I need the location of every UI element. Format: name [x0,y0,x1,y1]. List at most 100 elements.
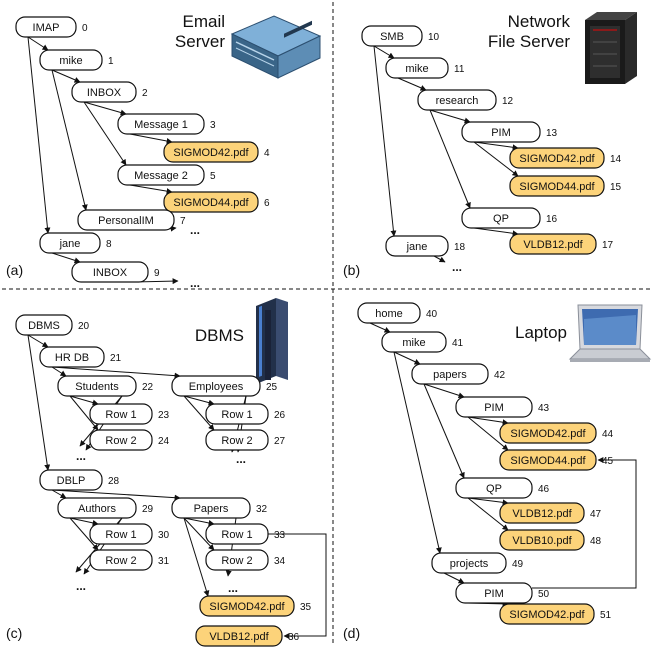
node-id: 0 [82,23,88,34]
node-label: SMB [380,31,404,43]
node-id: 44 [602,429,614,440]
node-box [361,25,423,47]
node-box [509,233,597,255]
tree-edge [467,416,509,426]
node-box [89,429,153,451]
node-label: Message 1 [134,119,188,131]
node-box [57,497,137,519]
node-box [195,625,283,647]
panel-label-c: (c) [6,625,22,641]
node-id: 34 [274,556,286,567]
node-box [71,261,149,283]
tree-edge [51,69,88,211]
panel-label-b: (b) [343,262,360,278]
node-label: jane [406,241,428,253]
folder-node: Row 1 30 [89,523,170,545]
folder-node: PersonalIM 7 [77,209,186,231]
tree-edge [443,572,465,584]
tree-edge [393,351,442,554]
node-label: HR DB [55,352,89,364]
node-id: 2 [142,88,148,99]
node-box [417,89,497,111]
node-box [411,363,489,385]
tree-edge [369,322,391,333]
node-label: Row 1 [221,529,252,541]
node-label: VLDB10.pdf [512,535,572,547]
node-box [39,346,105,368]
file-node: VLDB12.pdf 47 [499,502,602,524]
tree-edge [429,109,471,209]
node-label: Row 1 [105,529,136,541]
node-box [205,403,269,425]
tree-edge [51,69,81,83]
node-box [15,314,73,336]
ellipsis-more: ... [76,579,86,593]
node-box [381,331,447,353]
node-box [455,477,533,499]
ellipsis-more: ... [190,276,200,290]
node-label: papers [433,369,467,381]
tree-edge [27,334,49,348]
tree-edge [467,497,509,531]
node-id: 47 [590,509,602,520]
node-id: 20 [78,321,90,332]
node-label: Row 2 [105,555,136,567]
node-id: 40 [426,309,438,320]
node-box [39,232,101,254]
ellipsis-more: ... [452,260,462,274]
node-label: Message 2 [134,170,188,182]
node-id: 30 [158,530,170,541]
node-label: Row 1 [105,409,136,421]
node-box [15,16,77,38]
title-network: Network [508,12,571,31]
node-box [89,403,153,425]
node-label: VLDB12.pdf [209,631,269,643]
folder-node: INBOX 2 [71,81,148,103]
tree-edge [397,77,427,91]
ellipsis-more: ... [190,223,200,237]
node-label: INBOX [87,87,122,99]
node-id: 22 [142,382,154,393]
tree-edge [27,36,51,234]
node-label: PIM [491,127,511,139]
node-id: 21 [110,353,122,364]
node-box [385,57,449,79]
node-label: Row 2 [105,435,136,447]
tree-edge [83,101,127,116]
node-label: PersonalIM [98,215,154,227]
node-label: SIGMOD42.pdf [519,153,595,165]
node-id: 28 [108,476,120,487]
node-label: PIM [484,588,504,600]
node-label: VLDB12.pdf [512,508,572,520]
tree-edge [51,489,181,501]
node-label: SIGMOD44.pdf [510,455,586,467]
title-server: Server [175,32,225,51]
ellipsis-more: ... [236,452,246,466]
tree-edge [51,489,67,499]
node-id: 32 [256,504,268,515]
panel-label-a: (a) [6,262,23,278]
node-label: IMAP [33,22,60,34]
node-label: Employees [189,381,244,393]
node-id: 7 [180,216,186,227]
